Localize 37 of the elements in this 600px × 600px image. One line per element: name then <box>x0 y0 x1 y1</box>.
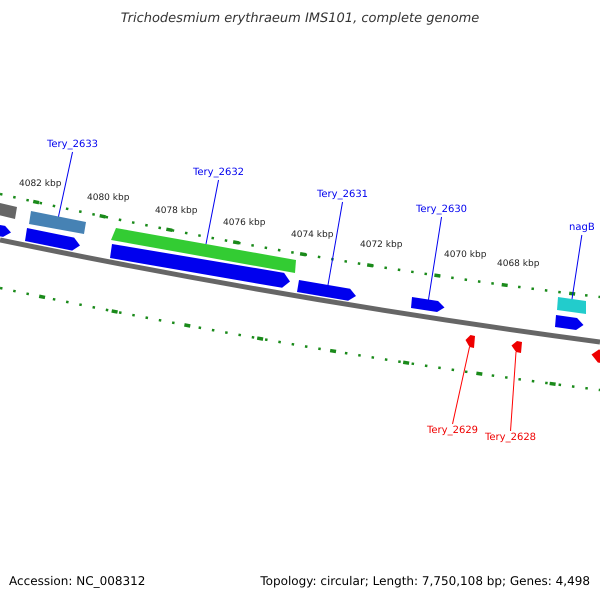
gene-feature <box>512 341 522 353</box>
gene-feature <box>297 280 356 301</box>
tick-label: 4068 kbp <box>497 260 540 269</box>
gene-bar <box>29 211 86 234</box>
gene-feature <box>411 297 444 312</box>
leader-line <box>206 180 220 244</box>
gene-feature <box>0 224 11 237</box>
tick-label: 4082 kbp <box>19 180 62 189</box>
gene-feature <box>466 335 475 348</box>
gene-label: Tery_2631 <box>317 190 368 200</box>
page-title: Trichodesmium erythraeum IMS101, complete genome <box>120 12 480 25</box>
tick-label: 4074 kbp <box>291 231 334 240</box>
gene-label: Tery_2633 <box>47 140 98 150</box>
leader-line <box>428 216 442 300</box>
tick-label: 4080 kbp <box>87 194 130 203</box>
gene-label: Tery_2628 <box>485 433 536 443</box>
footer-text: Accession: NC_008312 <box>9 575 146 587</box>
gene-feature <box>555 315 584 330</box>
gene-feature <box>110 244 290 288</box>
gene-bar <box>0 202 17 219</box>
gene-bar <box>557 297 586 314</box>
leader-line <box>452 346 470 424</box>
leader-line <box>510 352 516 432</box>
gene-feature <box>592 349 600 364</box>
tick-label: 4072 kbp <box>360 241 402 250</box>
gene-label: Tery_2629 <box>427 426 478 436</box>
leader-line <box>58 152 74 217</box>
leader-line <box>328 202 344 286</box>
footer-text: Topology: circular; Length: 7,750,108 bp; Genes: 4,498 <box>260 575 590 587</box>
leader-line <box>572 234 582 300</box>
tick-label: 4078 kbp <box>155 207 198 216</box>
gene-label: Tery_2632 <box>193 168 244 178</box>
tick-label: 4070 kbp <box>444 251 486 260</box>
gene-label: nagB <box>569 223 595 233</box>
gene-feature <box>25 228 80 251</box>
tick-label: 4076 kbp <box>223 219 266 228</box>
gene-label: Tery_2630 <box>416 205 468 215</box>
